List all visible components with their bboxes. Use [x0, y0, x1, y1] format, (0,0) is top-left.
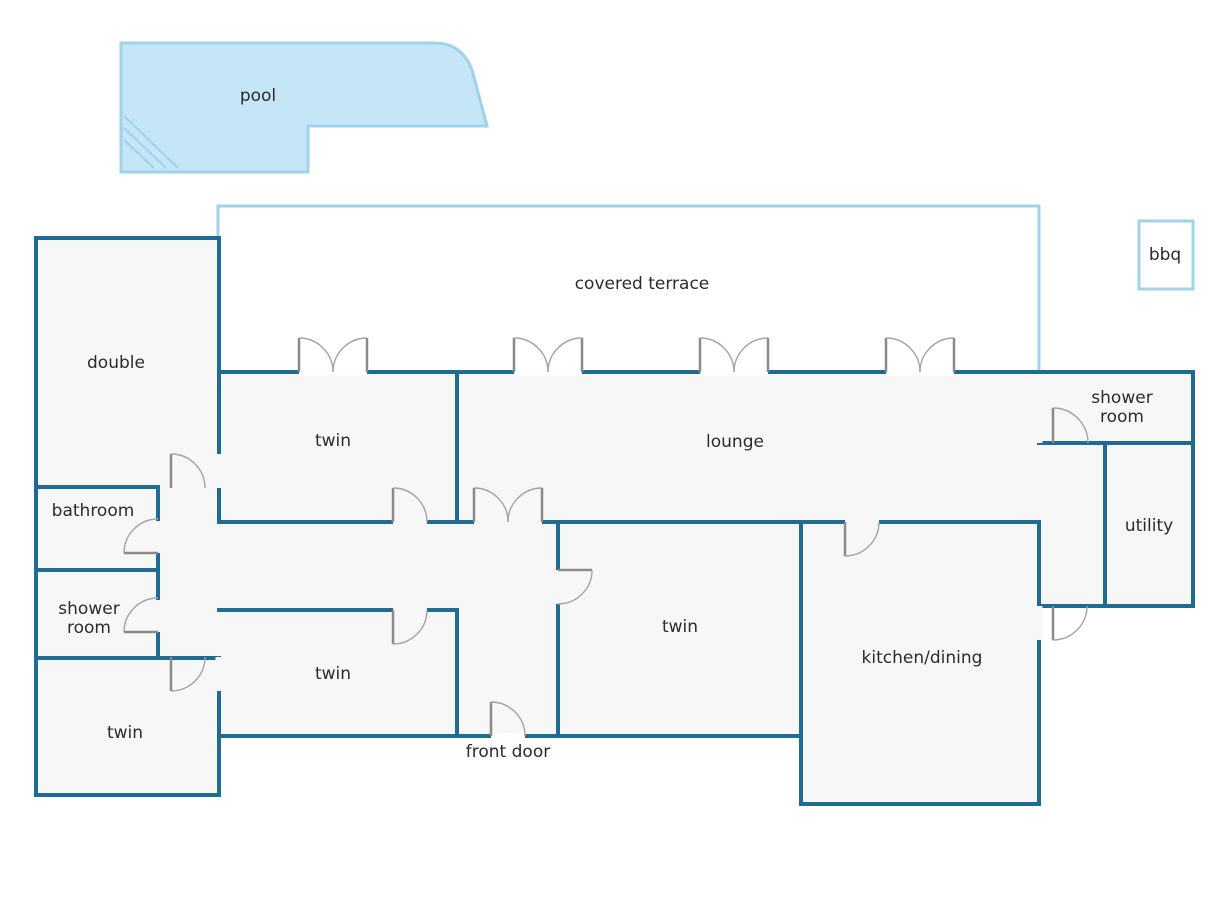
bbq-outline: [1137, 219, 1195, 291]
bathroom-label: bathroom: [52, 501, 135, 521]
kitchen-door: [843, 521, 880, 557]
twin-bottom-left-door: [169, 656, 206, 692]
back-door: [1051, 605, 1088, 641]
doors: [123, 337, 1089, 737]
shower-room-right-label-line1: shower: [1091, 388, 1152, 408]
twin-center-door: [557, 568, 593, 605]
double-label: double: [87, 353, 145, 373]
double-bedroom-door: [169, 453, 206, 489]
shower-room-right-label-line2: room: [1100, 407, 1144, 427]
twin-top-door: [391, 487, 428, 523]
pool-water: [119, 41, 489, 174]
twin-top-label: twin: [315, 431, 351, 451]
pool-label: pool: [240, 86, 276, 106]
room-labels: pool covered terrace bbq double twin lou…: [52, 86, 1182, 762]
terrace-door-2: [512, 337, 584, 373]
front-door-label: front door: [466, 742, 550, 762]
lounge-label: lounge: [706, 432, 764, 452]
walls: [34, 236, 1195, 806]
front-door-swing: [489, 701, 526, 737]
kitchen-dining-label: kitchen/dining: [862, 648, 983, 668]
terrace-door-3: [698, 337, 770, 373]
twin-bottom-left-label: twin: [107, 723, 143, 743]
shower-room-right-door: [1051, 407, 1089, 444]
shower-room-left-label-line2: room: [67, 618, 111, 638]
pool: [119, 41, 489, 174]
shower-room-left-label-line1: shower: [58, 599, 119, 619]
twin-center-label: twin: [662, 617, 698, 637]
terrace-door-1: [297, 337, 369, 373]
bathroom-door: [123, 518, 159, 555]
terrace-door-4: [884, 337, 956, 373]
twin-lower-door: [391, 609, 428, 645]
utility-label: utility: [1125, 516, 1173, 536]
shower-room-left-door: [123, 597, 159, 634]
twin-lower-label: twin: [315, 664, 351, 684]
pool-steps-icon: [123, 115, 179, 169]
floor-fills: [36, 238, 1193, 804]
covered-terrace-label: covered terrace: [575, 274, 710, 294]
bbq-label: bbq: [1149, 245, 1181, 265]
lounge-hall-door: [472, 487, 544, 523]
